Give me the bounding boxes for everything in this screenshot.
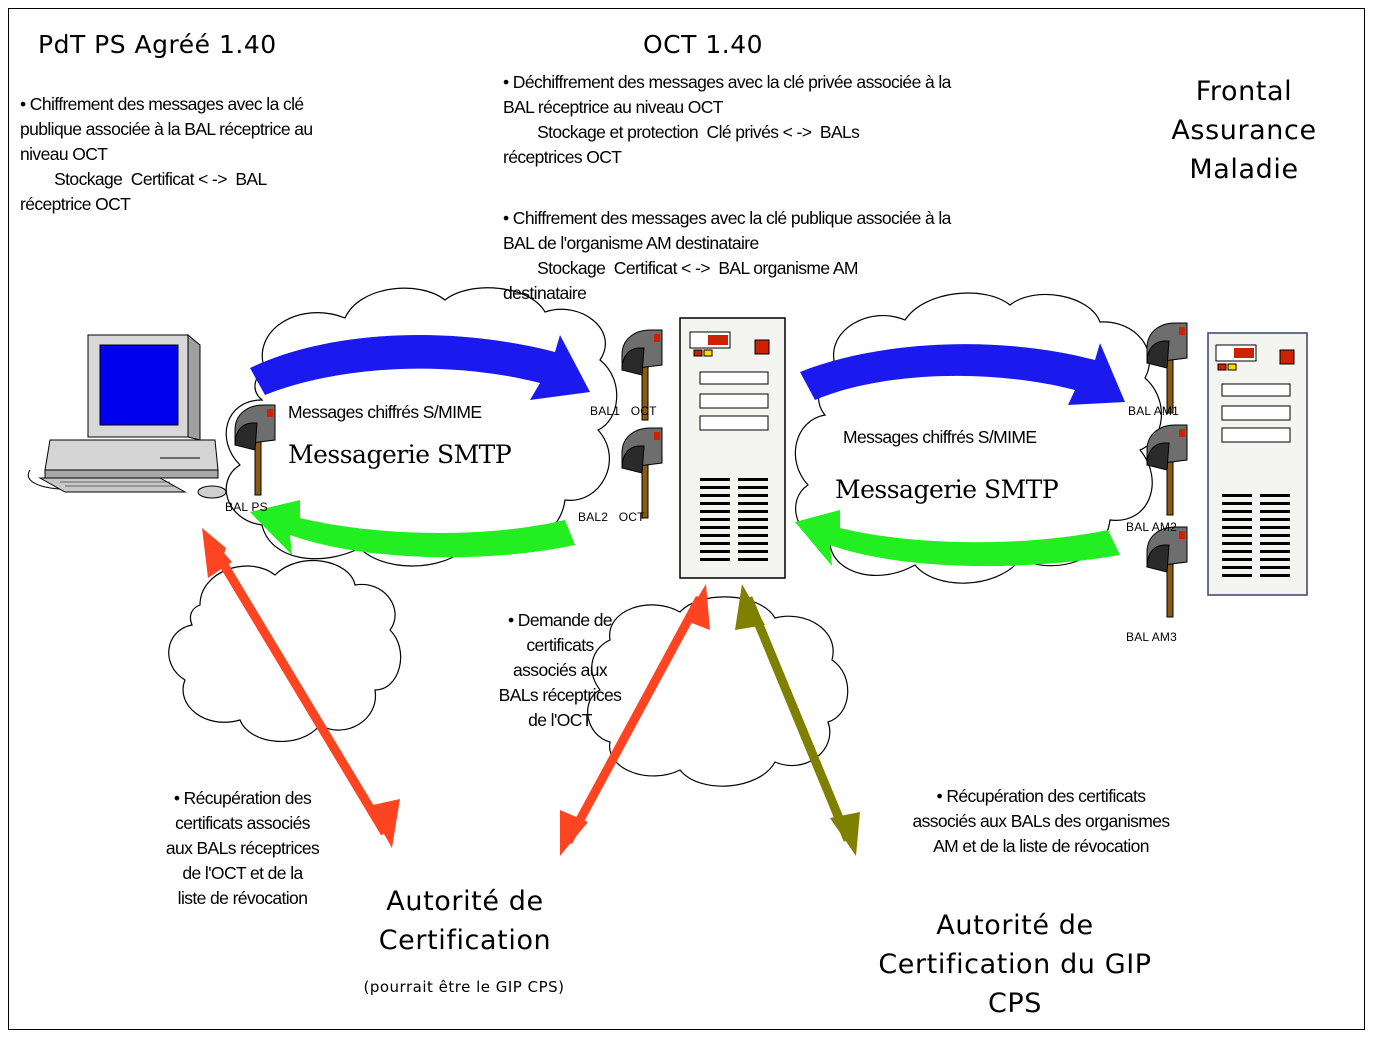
- mailbox-icon-am3: [1146, 526, 1188, 618]
- arrow-red-center: [560, 584, 710, 856]
- server-display: [708, 335, 728, 345]
- am-server-icon: [1207, 332, 1308, 596]
- note-line: • Demande de: [508, 610, 613, 630]
- ca-title-line: Certification: [378, 925, 552, 956]
- note-line: Stockage et protection Clé privés < -> B…: [503, 122, 860, 142]
- arrow-green-right: [795, 510, 1120, 567]
- note-line: publique associée à la BAL réceptrice au: [20, 119, 313, 139]
- note-line: de l'OCT et de la: [182, 863, 303, 883]
- note-line: BALs réceptrices: [498, 685, 622, 705]
- note-line: aux BALs réceptrices: [165, 838, 320, 858]
- gip-title-line: Certification du GIP: [878, 949, 1152, 980]
- mailbox-icon-am2: [1146, 424, 1188, 516]
- ca-title: Autorité de Certification: [350, 882, 580, 960]
- note-line: associés aux BALs des organismes: [912, 811, 1170, 831]
- mailbox-label-bal1: BAL1 OCT: [590, 404, 657, 418]
- mailbox-label-am2: BAL AM2: [1126, 520, 1177, 534]
- note-ps-retrieval: • Récupération des certificats associés …: [135, 786, 350, 911]
- left-cloud-label: Messagerie SMTP: [288, 440, 512, 469]
- note-line: BAL de l'organisme AM destinataire: [503, 233, 759, 253]
- note-line: AM et de la liste de révocation: [933, 836, 1149, 856]
- gip-title-line: CPS: [987, 988, 1043, 1019]
- mailbox-label-am3: BAL AM3: [1126, 630, 1177, 644]
- arrow-green-left: [250, 500, 575, 558]
- left-cloud-caption: Messages chiffrés S/MIME: [288, 402, 482, 422]
- note-line: Stockage Certificat < -> BAL organisme A…: [503, 258, 858, 278]
- left-title: PdT PS Agréé 1.40: [38, 30, 277, 59]
- screen-panel: [99, 344, 179, 426]
- right-title-line: Assurance: [1171, 115, 1317, 146]
- mailbox-icon-ps: [234, 404, 276, 496]
- note-line: BAL réceptrice au niveau OCT: [503, 97, 723, 117]
- right-cloud-caption: Messages chiffrés S/MIME: [843, 427, 1037, 447]
- arrow-blue-left: [250, 334, 590, 400]
- note-line: niveau OCT: [20, 144, 108, 164]
- ca-title-line: Autorité de: [386, 886, 544, 917]
- ca-note: (pourrait être le GIP CPS): [363, 978, 565, 996]
- note-line: certificats: [526, 635, 594, 655]
- right-title: Frontal Assurance Maladie: [1168, 72, 1320, 189]
- right-title-line: Frontal: [1195, 76, 1293, 107]
- mailbox-label-am1: BAL AM1: [1128, 404, 1179, 418]
- note-line: liste de révocation: [177, 888, 308, 908]
- arrow-blue-right: [800, 343, 1125, 405]
- note-oct-encryption: • Chiffrement des messages avec la clé p…: [503, 206, 951, 306]
- mailbox-label-ps: BAL PS: [225, 500, 268, 514]
- cloud-lower-left: [168, 560, 402, 743]
- note-line: réceptrices OCT: [503, 147, 622, 167]
- right-title-line: Maladie: [1189, 154, 1299, 185]
- note-line: certificats associés: [175, 813, 310, 833]
- workstation-icon: [27, 333, 227, 499]
- note-line: • Récupération des certificats: [936, 786, 1147, 806]
- cloud-bottom-center: [587, 596, 849, 787]
- oct-server-icon: [679, 317, 786, 579]
- note-line: • Déchiffrement des messages avec la clé…: [503, 72, 951, 92]
- right-cloud-label: Messagerie SMTP: [835, 475, 1059, 504]
- arrow-olive-right: [735, 584, 860, 856]
- note-line: • Récupération des: [173, 788, 312, 808]
- note-oct-retrieval: • Récupération des certificats associés …: [866, 784, 1216, 859]
- gip-title-line: Autorité de: [936, 910, 1094, 941]
- arrow-red-left: [202, 528, 400, 848]
- center-title: OCT 1.40: [643, 30, 764, 59]
- note-oct-decryption: • Déchiffrement des messages avec la clé…: [503, 70, 951, 170]
- note-line: associés aux: [513, 660, 608, 680]
- note-line: • Chiffrement des messages avec la clé: [20, 94, 304, 114]
- note-line: destinataire: [503, 283, 587, 303]
- mailbox-label-bal2: BAL2 OCT: [578, 510, 645, 524]
- note-line: réceptrice OCT: [20, 194, 131, 214]
- note-cert-request: • Demande de certificats associés aux BA…: [470, 608, 650, 733]
- note-ps-encryption: • Chiffrement des messages avec la clé p…: [20, 92, 313, 217]
- note-line: • Chiffrement des messages avec la clé p…: [503, 208, 951, 228]
- gip-ca-title: Autorité de Certification du GIP CPS: [850, 906, 1180, 1023]
- note-line: de l'OCT: [528, 710, 592, 730]
- note-line: Stockage Certificat < -> BAL: [20, 169, 267, 189]
- mailbox-icon-bal2: [621, 427, 663, 519]
